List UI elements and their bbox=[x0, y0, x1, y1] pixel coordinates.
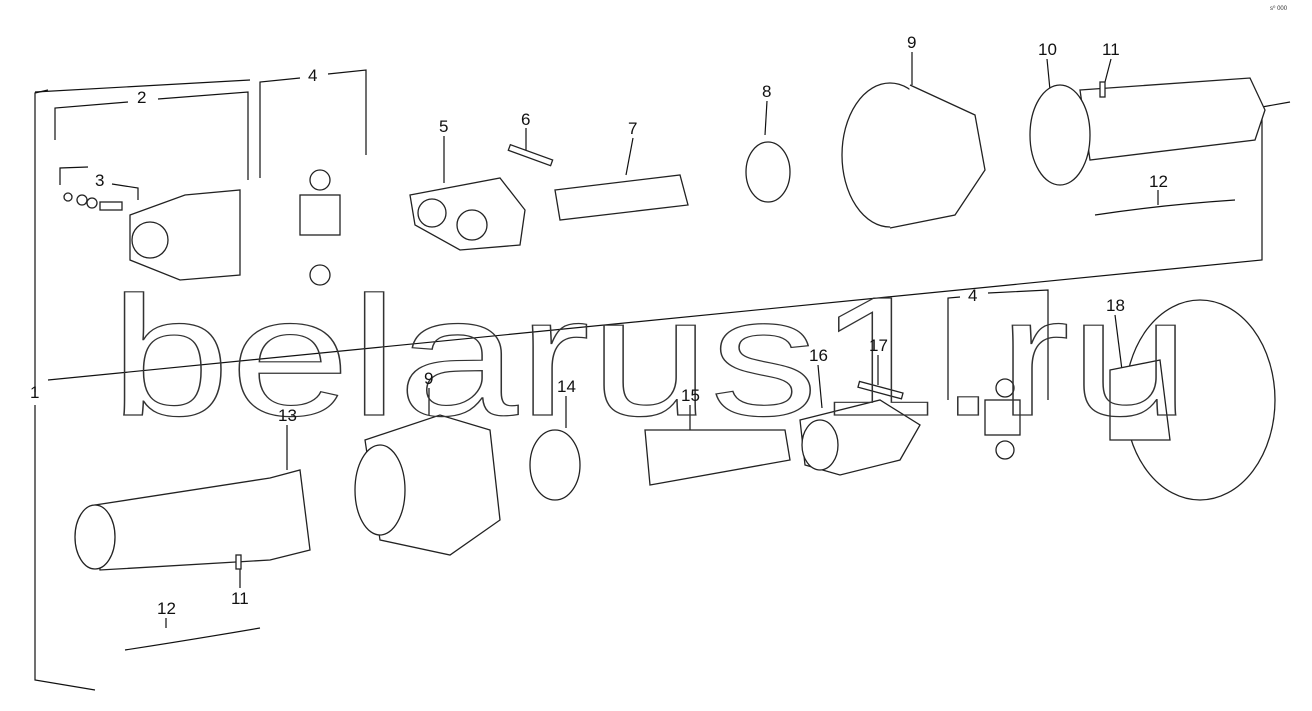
callout-15: 15 bbox=[681, 386, 700, 405]
bracket-lines bbox=[34, 69, 1291, 691]
callout-5: 5 bbox=[439, 117, 448, 136]
callout-8: 8 bbox=[762, 82, 771, 101]
part-boot-9b bbox=[354, 414, 501, 556]
part-yoke-16 bbox=[799, 399, 921, 476]
callout-14: 14 bbox=[557, 377, 576, 396]
callout-1: 1 bbox=[30, 383, 39, 402]
callout-labels: 1 2 3 4 5 6 7 8 9 10 11 12 13 9 14 15 16… bbox=[30, 33, 1168, 618]
callout-4: 4 bbox=[308, 66, 317, 85]
callout-11-lower: 11 bbox=[231, 589, 249, 608]
part-chain-12b bbox=[124, 627, 261, 651]
callout-11: 11 bbox=[1102, 40, 1120, 59]
callout-4-lower: 4 bbox=[968, 286, 977, 305]
callout-13: 13 bbox=[278, 406, 297, 425]
corner-code: s⁰ 000 bbox=[1270, 5, 1288, 12]
part-flange-18 bbox=[1109, 299, 1276, 501]
part-screw-11b bbox=[235, 554, 242, 570]
part-cross-4a bbox=[299, 169, 341, 286]
callout-2: 2 bbox=[137, 88, 146, 107]
watermark: belarus1.ru bbox=[110, 262, 1190, 452]
callout-10: 10 bbox=[1038, 40, 1057, 59]
part-shaft-15 bbox=[644, 429, 791, 486]
part-tube-13 bbox=[74, 469, 311, 571]
part-pin-17 bbox=[857, 380, 904, 400]
part-chain-12a bbox=[1094, 199, 1236, 216]
callout-17: 17 bbox=[869, 336, 888, 355]
callout-6: 6 bbox=[521, 110, 530, 129]
callout-9-lower: 9 bbox=[424, 369, 433, 388]
part-yoke-5 bbox=[409, 177, 526, 251]
part-yoke-2 bbox=[129, 189, 241, 281]
callout-12: 12 bbox=[1149, 172, 1168, 191]
callout-16: 16 bbox=[809, 346, 828, 365]
part-pins-3 bbox=[63, 192, 123, 211]
part-boot-9a bbox=[841, 82, 986, 229]
part-pin-6 bbox=[507, 143, 554, 167]
part-ring-8 bbox=[745, 141, 791, 203]
part-ring-14 bbox=[529, 429, 581, 501]
callout-18: 18 bbox=[1106, 296, 1125, 315]
part-tube-10 bbox=[1029, 77, 1266, 186]
part-shaft-7 bbox=[554, 174, 689, 221]
part-cross-4b bbox=[984, 378, 1021, 460]
callout-7: 7 bbox=[628, 119, 637, 138]
part-screw-11a bbox=[1099, 81, 1106, 98]
callout-9: 9 bbox=[907, 33, 916, 52]
callout-12-lower: 12 bbox=[157, 599, 176, 618]
callout-3: 3 bbox=[95, 171, 104, 190]
